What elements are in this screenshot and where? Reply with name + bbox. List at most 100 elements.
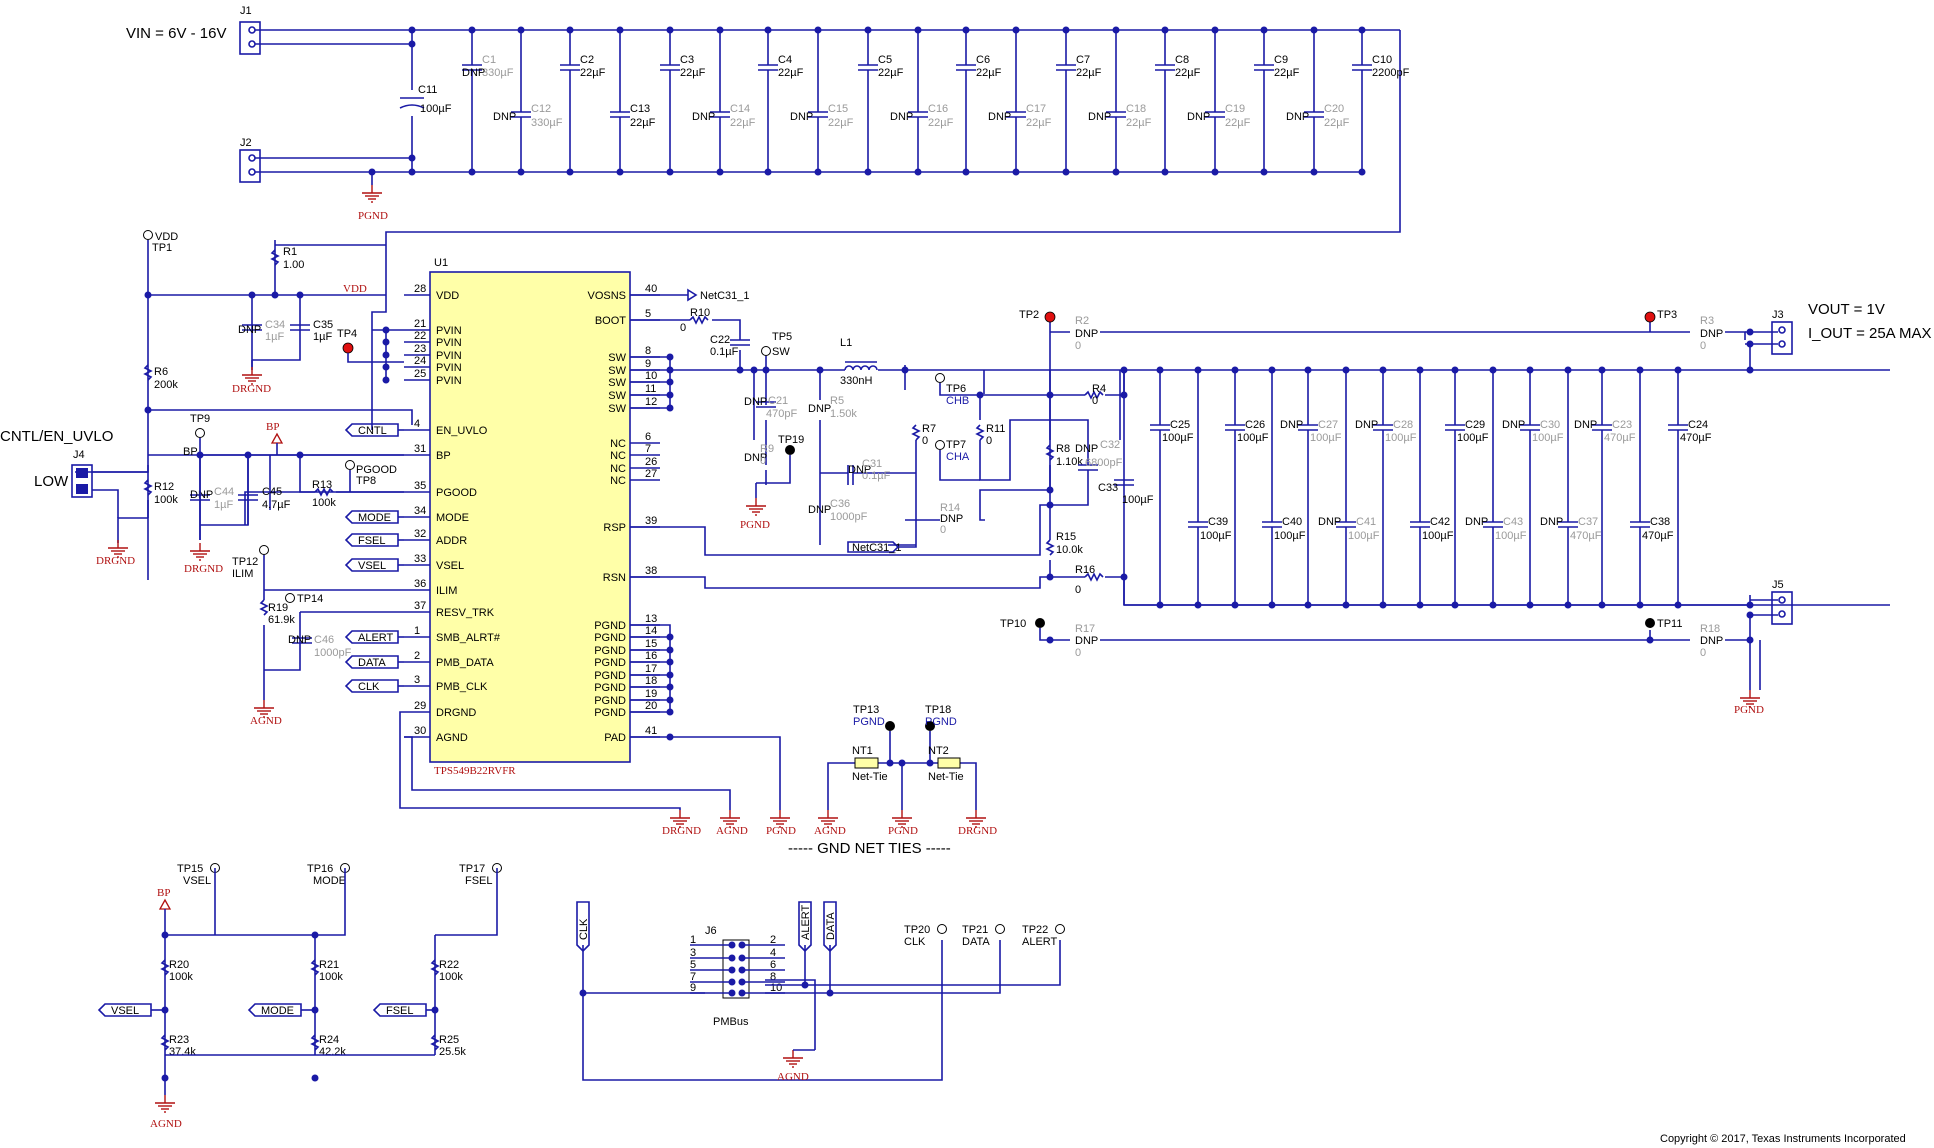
testpoint-tp12[interactable]: TP12 ILIM <box>232 545 269 581</box>
resistor-r10[interactable]: R10 0 <box>680 307 710 334</box>
net-tie-nt1[interactable]: NT1 Net-Tie <box>852 745 888 783</box>
testpoint-tp3[interactable]: TP3 <box>1644 309 1677 323</box>
testpoint-tp18[interactable]: TP18 PGND <box>925 704 957 731</box>
resistor-r12[interactable]: R12 100k <box>143 479 178 506</box>
cap-c33[interactable]: C33 100µF <box>1098 479 1154 506</box>
resistor-r17[interactable]: R17 DNP 0 <box>1075 623 1098 659</box>
testpoint-tp9[interactable]: TP9 BP <box>183 413 210 458</box>
cap-c45[interactable]: C45 4.7µF <box>238 486 291 511</box>
cap-c35[interactable]: C35 1µF <box>290 319 333 343</box>
cap-c36[interactable]: DNP C36 1000pF <box>808 498 868 523</box>
resistor-r8[interactable]: R8 1.10k <box>1045 443 1083 468</box>
cap-c11[interactable]: C11 100µF <box>399 84 452 115</box>
resistor-r5[interactable]: DNP R5 1.50k <box>808 395 857 420</box>
resistor-r11[interactable]: R11 0 <box>975 423 1005 447</box>
net-tie-nt2[interactable]: NT2 Net-Tie <box>928 745 964 783</box>
testpoint-tp11[interactable]: TP11 <box>1645 618 1682 630</box>
testpoint-tp8[interactable]: PGOOD TP8 <box>345 460 398 493</box>
resistor-r2[interactable]: R2 DNP 0 <box>1075 315 1098 352</box>
testpoint-tp2[interactable]: TP2 <box>1019 309 1056 323</box>
resistor-r3[interactable]: R3 DNP 0 <box>1700 315 1723 352</box>
cap-c44[interactable]: DNP C44 1µF <box>190 486 234 511</box>
resistor-r6[interactable]: R6 200k <box>143 364 178 391</box>
resistor-r1[interactable]: R1 1.00 <box>270 246 304 271</box>
testpoint-tp6[interactable]: TP6 CHB <box>935 373 970 408</box>
cap-c32[interactable]: DNP C32 6800pF <box>1050 419 1123 506</box>
testpoint-tp10[interactable]: TP10 <box>1000 618 1050 641</box>
resistor-r19[interactable]: R19 61.9k <box>259 599 295 626</box>
inductor-l1[interactable]: L1 330nH <box>840 337 878 387</box>
connector-j3[interactable]: J3 <box>1771 309 1793 355</box>
testpoint-tp14[interactable]: TP14 <box>285 593 324 605</box>
testpoint-tp13[interactable]: TP13 PGND <box>853 704 895 731</box>
ic-u1-body[interactable] <box>429 271 631 763</box>
resistor-r16[interactable]: R16 0 <box>1075 564 1104 596</box>
cap-c21[interactable]: DNP C21 470pF <box>744 395 797 420</box>
resistor-r4[interactable]: R4 0 <box>1084 383 1106 407</box>
cap-c22[interactable]: C22 0.1µF <box>710 334 750 358</box>
resistor-r15[interactable]: R15 10.0k <box>1045 531 1083 556</box>
testpoint-tp7[interactable]: TP7 CHA <box>935 439 970 463</box>
testpoint-tp4[interactable]: TP4 <box>337 328 404 363</box>
connector-j2[interactable]: J2 <box>239 137 261 183</box>
u1-pin-number: 30 <box>414 725 426 737</box>
connector-j6[interactable]: J6 PMBus <box>705 925 750 1028</box>
cap-c34[interactable]: DNP C34 1µF <box>238 319 285 343</box>
resistor-r7[interactable]: R7 0 <box>911 423 936 447</box>
resistor-r9[interactable]: DNP R9 0 <box>744 443 774 467</box>
connector-j4[interactable]: J4 <box>71 449 93 498</box>
testpoint-tp5[interactable]: TP5 SW <box>761 331 793 370</box>
cap-c46[interactable]: DNP C46 1000pF <box>288 634 352 659</box>
testpoint-tp1[interactable]: VDD TP1 <box>143 230 179 255</box>
resistor-r13[interactable]: R13 100k <box>312 479 336 509</box>
testpoint-tp19[interactable]: TP19 <box>778 434 804 455</box>
resistor-r18[interactable]: R18 DNP 0 <box>1700 623 1723 659</box>
connector-j5[interactable]: J5 <box>1771 579 1793 625</box>
resistor-r14[interactable]: DNP R14 0 <box>940 502 963 536</box>
